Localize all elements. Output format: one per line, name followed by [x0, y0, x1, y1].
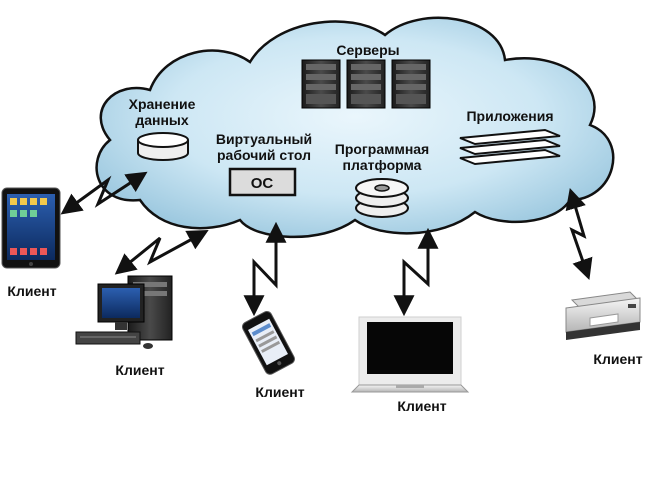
storage-icon: [137, 132, 189, 161]
virtual-desktop-label-line2: рабочий стол: [217, 147, 311, 163]
platform-label-line2: платформа: [342, 157, 422, 173]
platform-label: Программная платформа: [322, 141, 442, 173]
platform-label-line1: Программная: [334, 141, 430, 157]
os-box: [228, 167, 297, 197]
tablet-client-label: Клиент: [7, 283, 57, 299]
servers-label: Серверы: [336, 42, 400, 58]
platform-icon: [355, 178, 409, 218]
link-desktop-arrow: [114, 229, 209, 275]
server-unit-3: [391, 59, 431, 109]
storage-label-line1: Хранение: [128, 96, 196, 112]
applications-icon: [459, 128, 561, 166]
cloud-shape: [95, 16, 615, 239]
phone-icon: [241, 311, 295, 375]
phone-client-label: Клиент: [255, 384, 305, 400]
os-label: ОС: [251, 175, 274, 192]
server-unit-2: [346, 59, 386, 109]
virtual-desktop-label-line1: Виртуальный: [215, 131, 313, 147]
desktop-pc-icon: [75, 275, 173, 349]
link-printer-arrow: [565, 187, 593, 280]
applications-label: Приложения: [466, 108, 554, 124]
printer-icon: [565, 291, 641, 340]
link-laptop-arrow: [393, 227, 439, 317]
servers-icon: [301, 59, 431, 109]
link-phone-arrow: [243, 221, 287, 317]
storage-label-line2: данных: [135, 112, 189, 128]
laptop-icon: [350, 316, 470, 393]
link-tablet-arrow: [60, 171, 148, 215]
storage-label: Хранение данных: [112, 96, 212, 128]
laptop-client-label: Клиент: [397, 398, 447, 414]
printer-client-label: Клиент: [593, 351, 643, 367]
server-unit-1: [301, 59, 341, 109]
tablet-icon: [1, 187, 61, 269]
virtual-desktop-label: Виртуальный рабочий стол: [204, 131, 324, 163]
desktop-client-label: Клиент: [115, 362, 165, 378]
